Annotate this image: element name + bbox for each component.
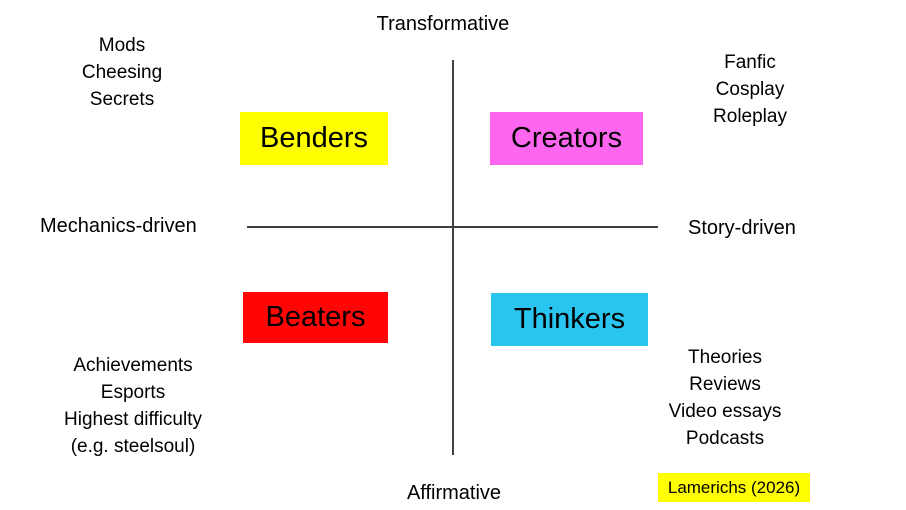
corner-list-item: Podcasts bbox=[685, 428, 765, 449]
citation: Lamerichs (2026) bbox=[658, 473, 810, 502]
axis-label-story-driven: Story-driven bbox=[688, 217, 796, 239]
corner-list-item: (e.g. steelsoul) bbox=[70, 436, 196, 457]
corner-list-item: Highest difficulty bbox=[64, 409, 202, 430]
quadrant-box-beaters: Beaters bbox=[243, 292, 388, 343]
axis-label-transformative: Transformative bbox=[376, 13, 510, 35]
corner-list-item: Achievements bbox=[73, 355, 193, 376]
quadrant-box-thinkers: Thinkers bbox=[491, 293, 648, 346]
corner-list-top-right: Fanfic Cosplay Roleplay bbox=[660, 49, 840, 130]
corner-list-item: Secrets bbox=[89, 89, 155, 110]
corner-list-bottom-right: Theories Reviews Video essays Podcasts bbox=[635, 344, 815, 452]
corner-list-item: Roleplay bbox=[713, 106, 787, 127]
corner-list-bottom-left: Achievements Esports Highest difficulty … bbox=[23, 352, 243, 460]
corner-list-item: Reviews bbox=[689, 374, 761, 395]
axis-label-affirmative: Affirmative bbox=[406, 482, 502, 504]
vertical-axis-line bbox=[452, 60, 454, 455]
corner-list-item: Esports bbox=[100, 382, 166, 403]
quadrant-box-benders: Benders bbox=[240, 112, 388, 165]
corner-list-item: Fanfic bbox=[724, 52, 776, 73]
corner-list-item: Mods bbox=[98, 35, 146, 56]
corner-list-top-left: Mods Cheesing Secrets bbox=[32, 32, 212, 113]
horizontal-axis-line bbox=[247, 226, 658, 228]
corner-list-item: Cosplay bbox=[715, 79, 785, 100]
corner-list-item: Theories bbox=[688, 347, 762, 368]
corner-list-item: Video essays bbox=[668, 401, 782, 422]
quadrant-box-creators: Creators bbox=[490, 112, 643, 165]
corner-list-item: Cheesing bbox=[81, 62, 163, 83]
axis-label-mechanics-driven: Mechanics-driven bbox=[40, 215, 197, 237]
